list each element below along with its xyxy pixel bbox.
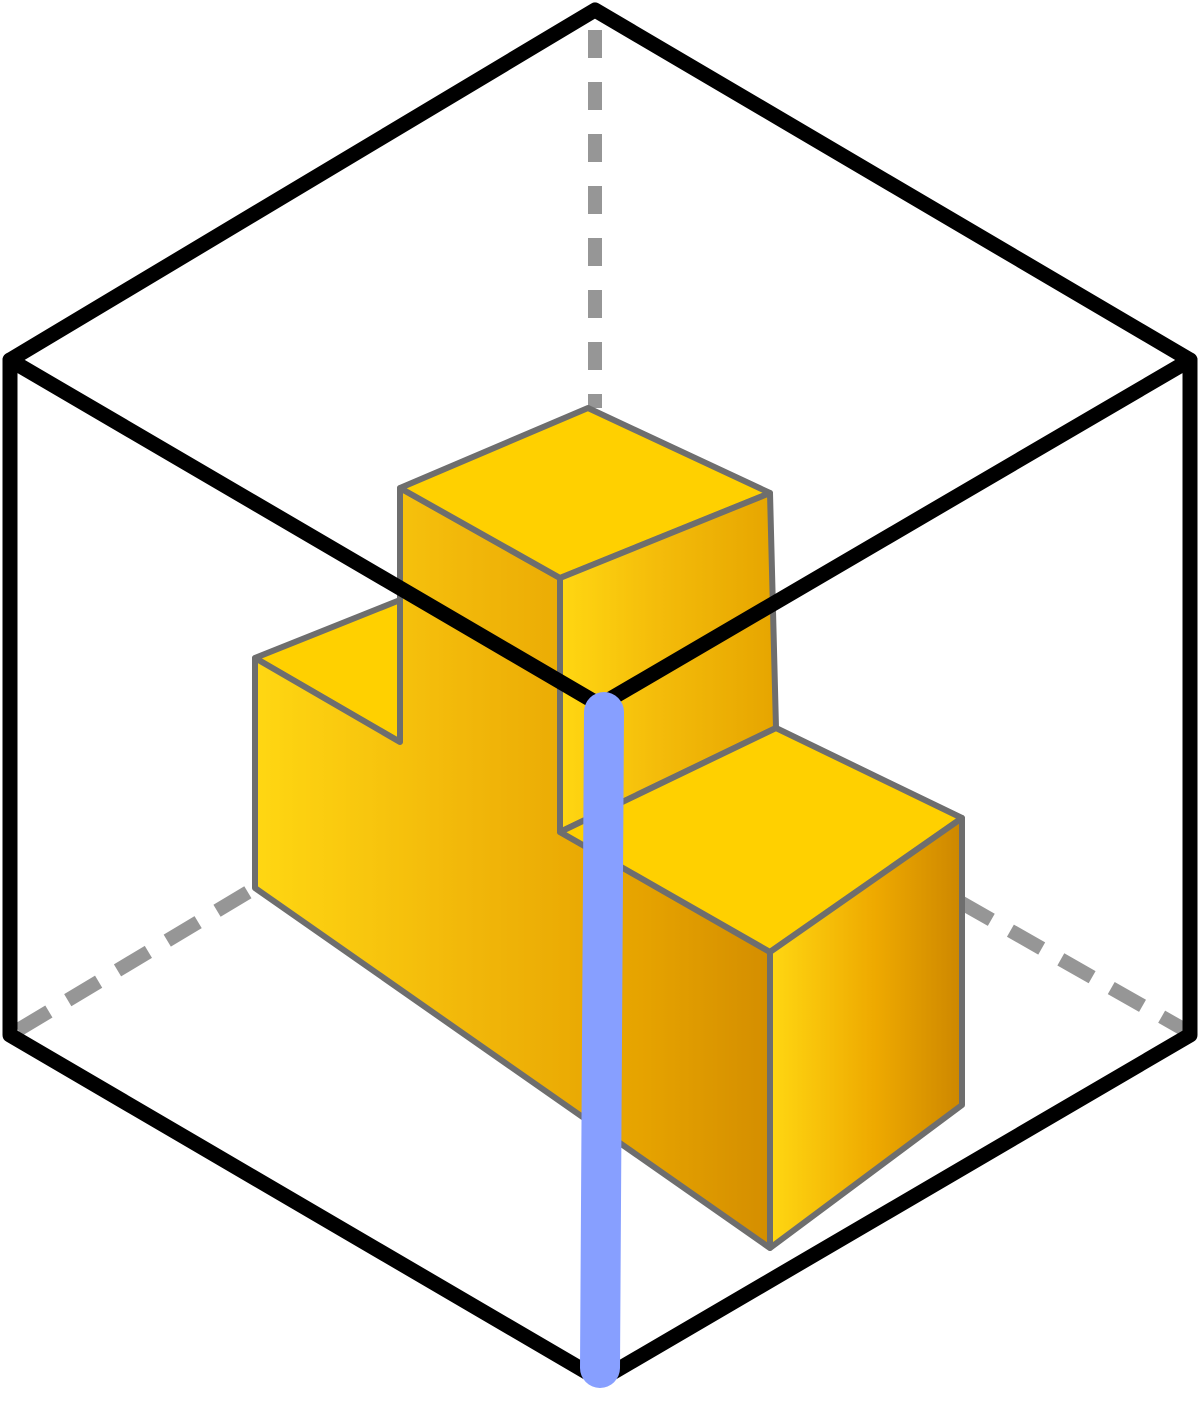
hidden-edge-right: [956, 895, 1189, 1037]
vertical-axis-line: [580, 692, 624, 1388]
block-right-face: [767, 815, 965, 1251]
yellow-solid: [252, 405, 965, 1251]
hidden-edge-left: [14, 881, 259, 1037]
hidden-cube-edges: [14, 30, 1189, 1037]
